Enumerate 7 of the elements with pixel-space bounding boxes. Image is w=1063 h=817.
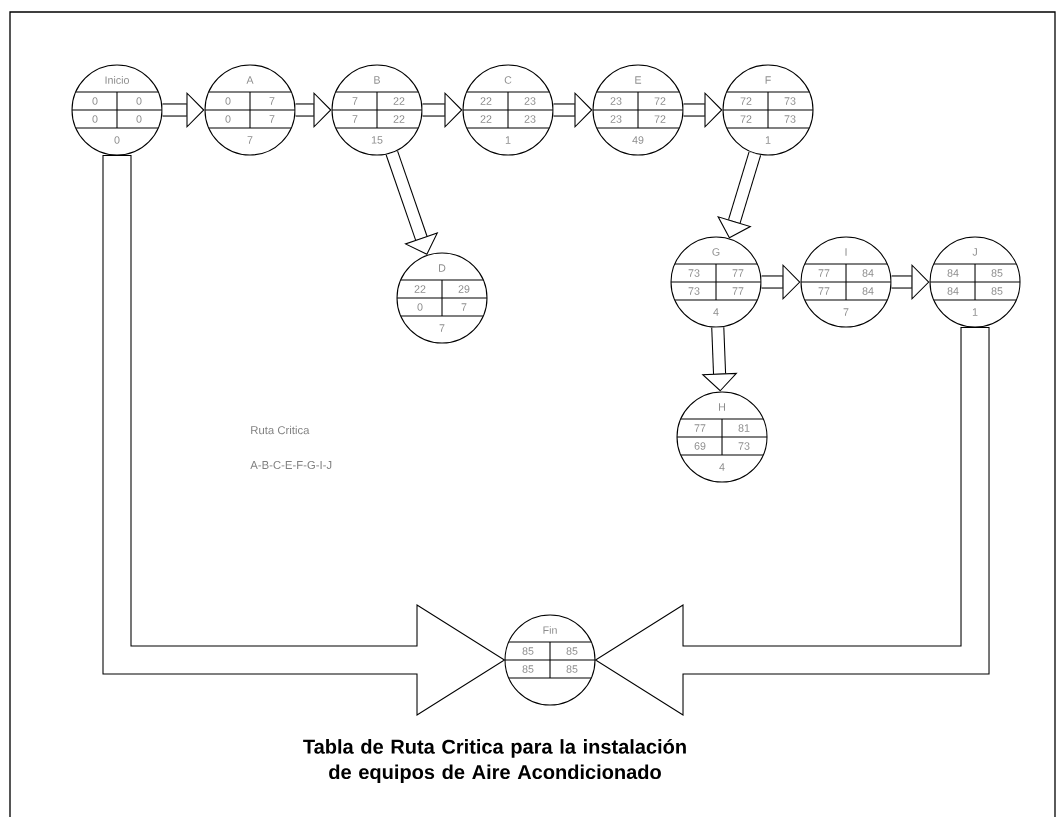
block-arrow: [385, 150, 439, 255]
block-arrow: [717, 151, 762, 239]
block-arrow: [102, 155, 506, 716]
caption: Tabla de Ruta Critica para la instalación de equipos de Aire Acondicionado: [303, 738, 686, 784]
block-arrow: [594, 327, 990, 716]
note-text: Ruta Critica: [251, 425, 310, 435]
note-text: A-B-C-E-F-G-I-J: [250, 461, 332, 469]
